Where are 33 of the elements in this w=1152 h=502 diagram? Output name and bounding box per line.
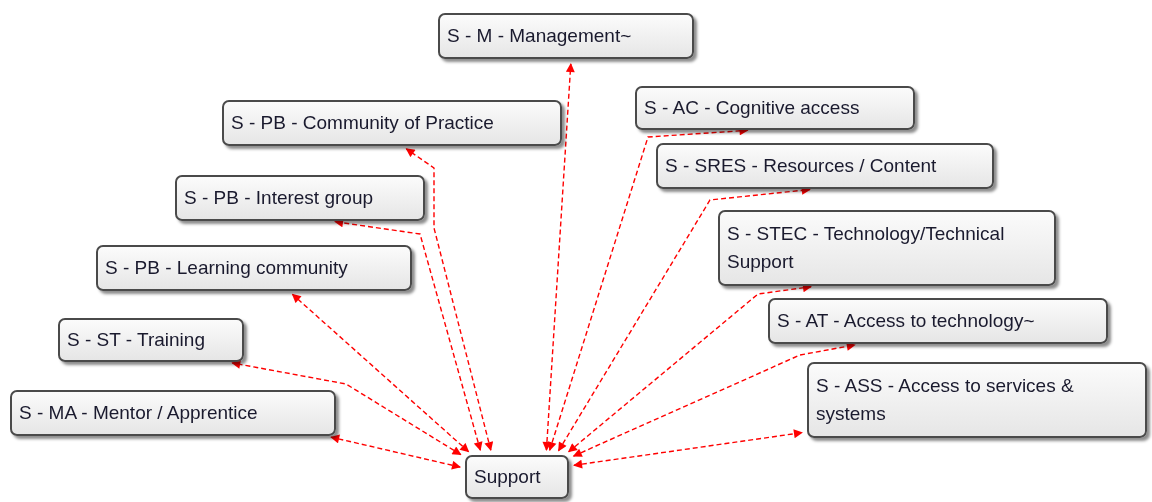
topic-label: S - PB - Community of Practice xyxy=(231,111,495,135)
topic-box xyxy=(222,100,562,146)
topic-label: S - ASS - Access to services & systems xyxy=(816,374,1075,426)
bidirectional-arrow xyxy=(405,148,494,452)
topic-box xyxy=(175,175,425,221)
topic-label: S - AT - Access to technology~ xyxy=(777,309,1036,333)
bidirectional-arrow xyxy=(573,429,803,469)
topic-box xyxy=(768,298,1108,344)
topic-box xyxy=(718,210,1056,286)
topic-label: S - M - Management~ xyxy=(447,24,633,48)
bidirectional-arrow xyxy=(542,63,575,451)
topic-label: S - PB - Learning community xyxy=(105,256,349,280)
topic-box xyxy=(635,86,915,130)
topic-box xyxy=(96,245,412,291)
topic-label: S - MA - Mentor / Apprentice xyxy=(19,401,259,425)
topic-box xyxy=(656,143,994,189)
topic-box xyxy=(438,13,694,59)
bidirectional-arrow xyxy=(330,434,461,470)
topic-label: Support xyxy=(474,465,542,489)
topic-box xyxy=(807,362,1147,438)
topic-label: S - AC - Cognitive access xyxy=(644,96,861,120)
bidirectional-arrow xyxy=(231,359,462,456)
bidirectional-arrow xyxy=(572,341,856,457)
bidirectional-arrow xyxy=(334,218,483,452)
topic-box xyxy=(10,390,336,436)
bidirectional-arrow xyxy=(291,293,470,453)
topic-label: S - SRES - Resources / Content xyxy=(665,154,938,178)
topic-box xyxy=(58,318,244,362)
topic-label: S - STEC - Technology/Technical Support xyxy=(727,222,1006,274)
topic-box xyxy=(465,455,569,499)
topic-label: S - PB - Interest group xyxy=(184,186,375,210)
topic-label: S - ST - Training xyxy=(67,328,206,352)
bidirectional-arrow xyxy=(567,283,812,453)
